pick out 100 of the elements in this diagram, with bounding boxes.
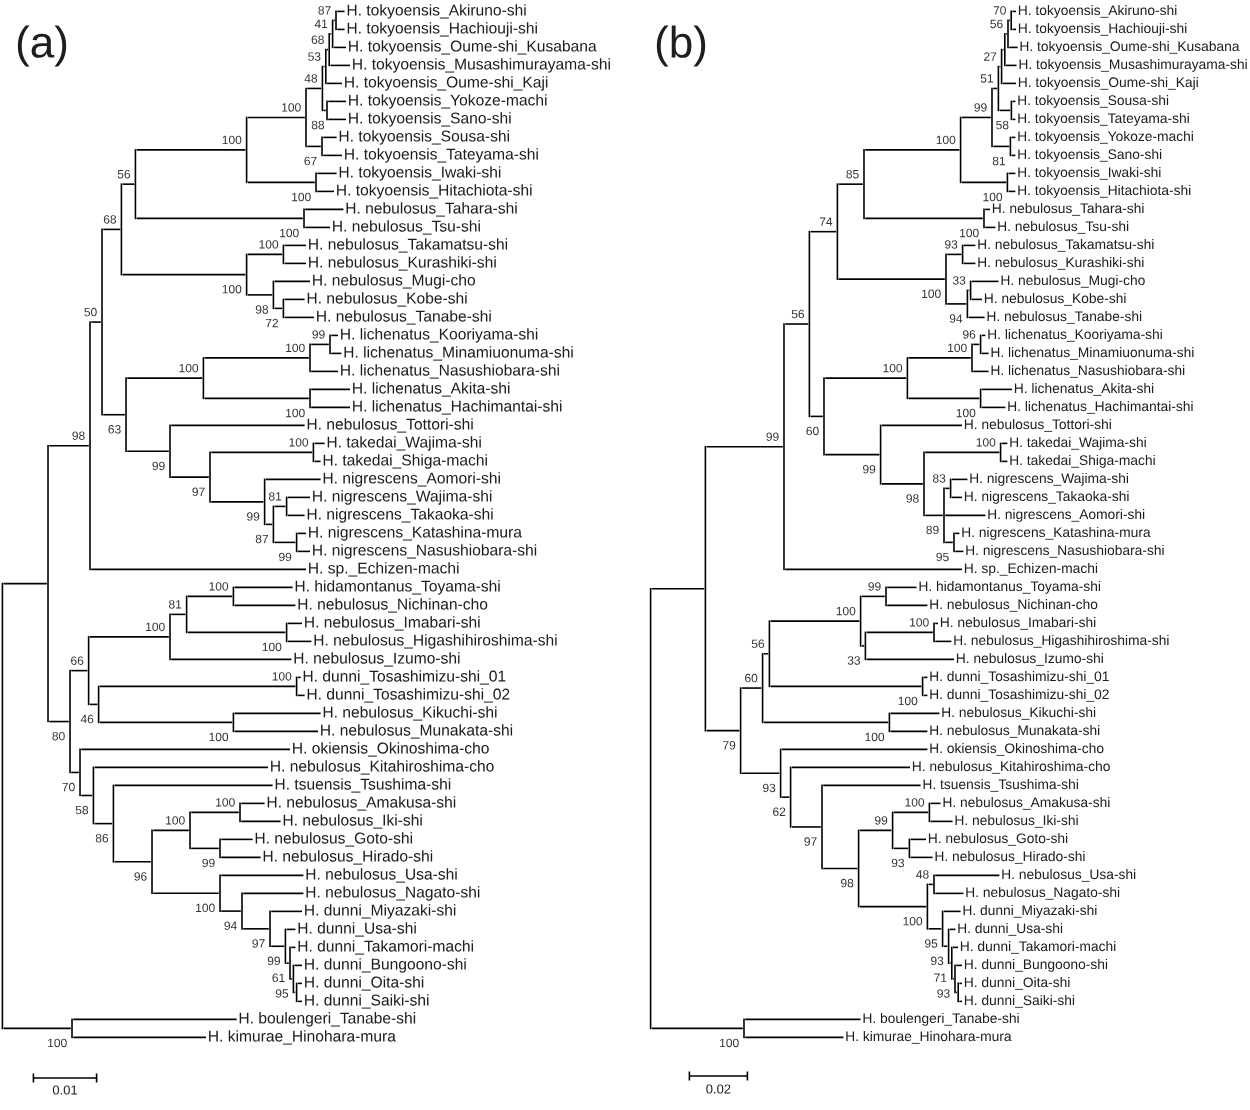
- branch-line: [954, 532, 961, 535]
- branch-line: [220, 874, 305, 877]
- branch-line: [952, 946, 959, 949]
- branch-line: [306, 87, 322, 90]
- branch-line: [102, 228, 121, 231]
- branch-line: [881, 424, 963, 427]
- branch-line: [283, 298, 306, 301]
- branch-line: [981, 334, 987, 337]
- branch-line: [961, 181, 1007, 184]
- branch-line: [781, 748, 929, 751]
- branch-line: [287, 514, 306, 517]
- branch-line: [927, 928, 943, 930]
- branch-line: [781, 796, 791, 798]
- branch-line: [651, 587, 705, 590]
- branch-line: [316, 190, 335, 193]
- branch-line: [287, 622, 303, 625]
- branch-line: [859, 829, 893, 832]
- branch-line: [951, 496, 963, 499]
- branch-line: [972, 343, 981, 346]
- branch-line: [981, 352, 990, 355]
- branch-line: [220, 838, 254, 841]
- branch-line: [963, 244, 977, 247]
- branch-line: [48, 720, 70, 723]
- branch-line: [886, 586, 918, 589]
- branch-line: [837, 183, 864, 185]
- branch-line: [126, 377, 203, 379]
- branch-line: [297, 550, 311, 553]
- branch-line: [861, 645, 865, 647]
- branch-line: [886, 604, 929, 607]
- branch-line: [72, 1036, 207, 1039]
- branch-line: [741, 772, 781, 775]
- branch-line: [958, 982, 963, 985]
- branch-line: [240, 802, 266, 805]
- branch-line: [943, 910, 962, 913]
- branch-line: [1001, 442, 1009, 445]
- branch-line: [967, 316, 986, 319]
- branch-line: [322, 136, 338, 139]
- branch-line: [1007, 172, 1017, 175]
- branch-line: [984, 226, 997, 229]
- branch-line: [135, 149, 247, 151]
- branch-line: [313, 442, 326, 445]
- branch-line: [220, 856, 262, 859]
- branch-line: [322, 109, 327, 112]
- branch-line: [744, 1018, 862, 1021]
- branch-line: [929, 802, 942, 805]
- branch-line: [934, 640, 953, 643]
- branch-line: [1007, 190, 1017, 193]
- branch-line: [992, 87, 998, 90]
- branch-line: [297, 676, 302, 679]
- branch-line: [135, 217, 304, 220]
- branch-line: [220, 910, 242, 912]
- branch-line: [984, 208, 991, 211]
- branch-line: [865, 631, 934, 634]
- branch-line: [316, 172, 338, 175]
- branch-line: [963, 262, 977, 265]
- branch-line: [287, 640, 313, 643]
- branch-line: [210, 501, 265, 503]
- branch-line: [330, 352, 343, 355]
- branch-line: [769, 620, 861, 622]
- branch-line: [293, 964, 303, 967]
- branch-line: [121, 183, 135, 185]
- branch-line: [955, 964, 963, 967]
- branch-line: [934, 622, 939, 625]
- branch-line: [1010, 154, 1017, 157]
- branch-line: [861, 595, 886, 598]
- branch-line: [170, 424, 306, 427]
- branch-line: [741, 687, 763, 689]
- branch-line: [998, 109, 1011, 112]
- branch-line: [233, 730, 319, 733]
- branch-line: [152, 892, 220, 895]
- branch-line: [944, 487, 951, 490]
- branch-line: [336, 28, 346, 31]
- branch-line: [247, 116, 306, 119]
- branch-line: [881, 483, 924, 485]
- panel-label: (b): [656, 25, 706, 67]
- branch-line: [203, 397, 310, 400]
- branch-line: [923, 694, 929, 697]
- branch-line: [944, 514, 987, 517]
- branch-line: [949, 928, 957, 931]
- branch-line: [113, 784, 274, 787]
- branch-line: [336, 10, 346, 13]
- branch-line: [971, 280, 1000, 283]
- branch-line: [972, 370, 990, 373]
- branch-line: [210, 451, 313, 454]
- branch-line: [310, 343, 330, 346]
- branch-line: [705, 729, 741, 732]
- branch-line: [170, 476, 210, 478]
- branch-line: [705, 445, 784, 448]
- branch-line: [233, 604, 297, 607]
- branch-line: [333, 46, 347, 49]
- branch-line: [322, 154, 343, 157]
- branch-line: [99, 685, 297, 688]
- branch-line: [769, 685, 923, 688]
- panel-label: (a): [17, 25, 67, 67]
- branch-line: [859, 905, 927, 908]
- branch-line: [1001, 460, 1009, 463]
- branch-line: [744, 1036, 845, 1039]
- branch-line: [233, 586, 294, 589]
- branch-line: [954, 550, 965, 553]
- branch-line: [90, 568, 307, 571]
